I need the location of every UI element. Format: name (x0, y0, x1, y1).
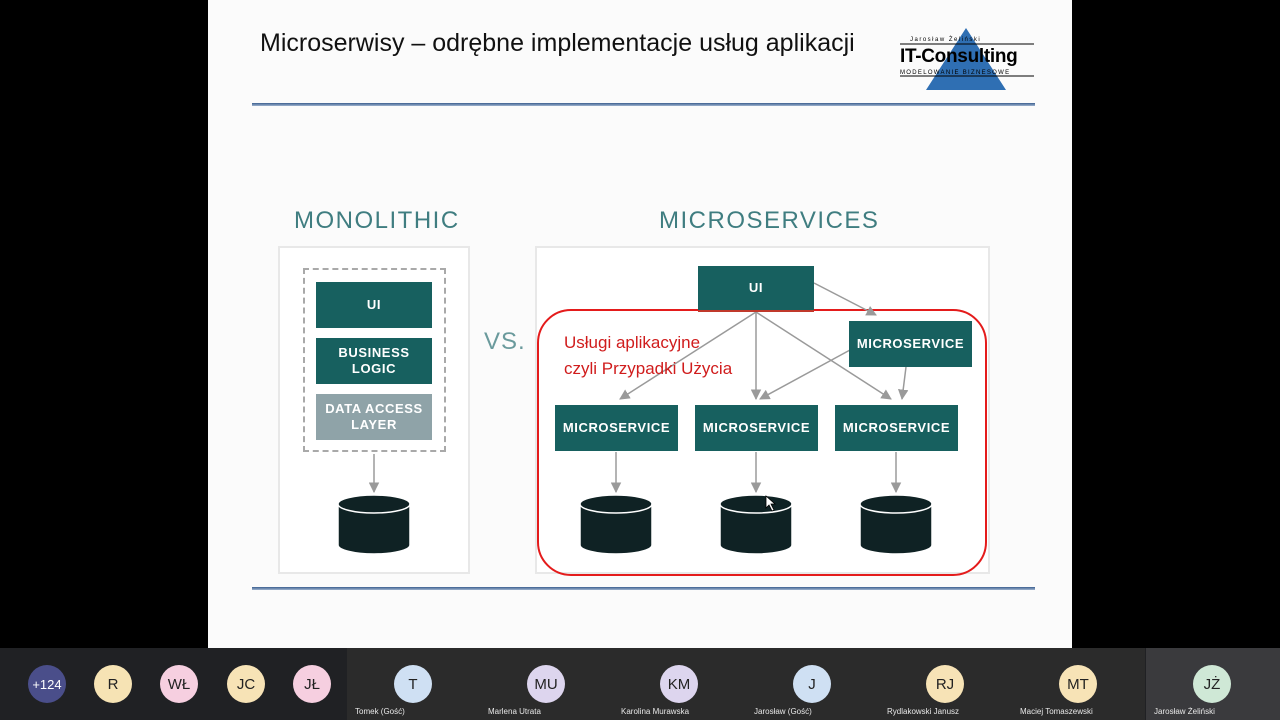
database-icons (337, 494, 933, 555)
microservice-box-left: MICROSERVICE (555, 405, 678, 451)
participant-avatar[interactable]: JŁ (293, 665, 331, 703)
avatar: RJ (926, 665, 964, 703)
avatar-initials: JC (236, 675, 256, 693)
logo-name: IT-Consulting (900, 46, 1018, 67)
more-participants-button[interactable]: +124 (28, 665, 66, 703)
participant-avatar[interactable]: JC (227, 665, 265, 703)
microservices-ui-box: UI (698, 266, 814, 312)
annotation-line-2: czyli Przypadki Użycia (564, 359, 733, 378)
avatar: KM (660, 665, 698, 703)
participant-name: Jarosław Żeliński (1154, 707, 1215, 716)
microservices-heading: MICROSERVICES (659, 207, 880, 234)
avatar: MT (1059, 665, 1097, 703)
participants-bar: +124 R WŁ JC JŁ T Tomek (Gość) MU Marlen… (0, 648, 1280, 720)
participant-name: Maciej Tomaszewski (1020, 707, 1093, 716)
screen-share-area: Microserwisy – odrębne implementacje usł… (208, 0, 1072, 648)
microservice-box-right: MICROSERVICE (835, 405, 958, 451)
participant-tile[interactable]: MU Marlena Utrata (480, 648, 613, 720)
logo-author-text: Jarosław Żeliński (910, 37, 982, 43)
participant-avatar[interactable]: WŁ (160, 665, 198, 703)
business-logic-box: BUSINESS LOGIC (316, 338, 432, 384)
avatar-initials: R (107, 675, 119, 693)
avatar-initials: WŁ (167, 675, 191, 693)
company-logo: Jarosław Żeliński IT-Consulting MODELOWA… (898, 26, 1038, 94)
avatar-initials: JŁ (304, 675, 320, 693)
avatar: T (394, 665, 432, 703)
slide-title: Microserwisy – odrębne implementacje usł… (260, 29, 855, 57)
title-divider (252, 103, 1035, 106)
footer-divider (252, 587, 1035, 590)
participant-name: Rydlakowski Janusz (887, 707, 960, 716)
monolithic-ui-box: UI (316, 282, 432, 328)
mouse-cursor-icon (765, 495, 777, 512)
logo-triangle-icon (900, 28, 1034, 90)
avatar: J (793, 665, 831, 703)
participant-tile[interactable]: RJ Rydlakowski Janusz (879, 648, 1012, 720)
monolithic-boundary (303, 268, 446, 452)
annotation-line-1: Usługi aplikacyjne (564, 333, 701, 352)
monolithic-heading: MONOLITHIC (294, 207, 460, 234)
data-access-layer-box: DATA ACCESS LAYER (316, 394, 432, 440)
participant-tile[interactable]: T Tomek (Gość) (347, 648, 480, 720)
participant-tile[interactable]: MT Maciej Tomaszewski (1012, 648, 1145, 720)
presentation-slide: Microserwisy – odrębne implementacje usł… (208, 0, 1072, 648)
participant-name: Tomek (Gość) (355, 707, 405, 716)
participant-name: Jarosław (Gość) (754, 707, 812, 716)
avatar: MU (527, 665, 565, 703)
logo-subtitle: MODELOWANIE BIZNESOWE (900, 70, 1011, 76)
participant-tile[interactable]: J Jarosław (Gość) (746, 648, 879, 720)
microservice-box-center: MICROSERVICE (695, 405, 818, 451)
diagram-connectors (337, 282, 933, 555)
annotation-text: Usługi aplikacyjne czyli Przypadki Użyci… (564, 330, 732, 382)
participant-avatar[interactable]: R (94, 665, 132, 703)
participant-tile[interactable]: KM Karolina Murawska (613, 648, 746, 720)
versus-label: VS. (484, 328, 526, 355)
avatar: JŻ (1193, 665, 1231, 703)
microservice-box-top: MICROSERVICE (849, 321, 972, 367)
participant-name: Karolina Murawska (621, 707, 690, 716)
participant-tile-self[interactable]: JŻ Jarosław Żeliński (1146, 648, 1280, 720)
participant-name: Marlena Utrata (488, 707, 541, 716)
